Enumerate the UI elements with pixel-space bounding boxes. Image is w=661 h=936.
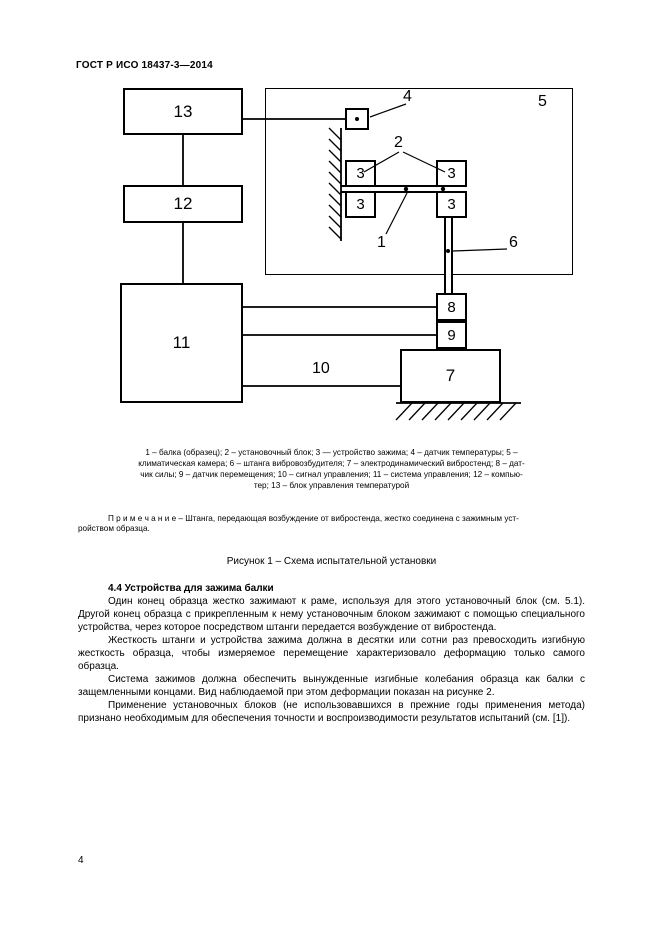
figure-legend-line: чик силы; 9 – датчик перемещения; 10 – с…: [140, 470, 523, 479]
note-block: П р и м е ч а н и е – Штанга, передающая…: [78, 514, 585, 534]
ground-hatching: [395, 402, 521, 421]
clamp-block-3-right-bottom: 3: [436, 191, 467, 218]
box-7-vibrostand: 7: [400, 349, 501, 403]
figure-legend-line: 1 – балка (образец); 2 – установочный бл…: [145, 448, 518, 457]
label-pointer-lines: [363, 103, 508, 252]
body-paragraph: Применение установочных блоков (не испол…: [78, 700, 585, 724]
section-heading: 4.4 Устройства для зажима балки: [108, 583, 274, 594]
clamp-block-3-left-top: 3: [345, 160, 376, 187]
box-12-computer: 12: [123, 185, 243, 223]
label-4-temperature-sensor: 4: [403, 88, 412, 105]
document-header: ГОСТ Р ИСО 18437-3—2014: [76, 60, 213, 71]
label-10-control-signal: 10: [312, 360, 330, 377]
label-3: 3: [356, 165, 365, 182]
wall-hatching: [328, 127, 342, 241]
box-9-displacement-sensor: 9: [436, 321, 467, 349]
box-13-temperature-control: 13: [123, 88, 243, 135]
body-paragraph: Система зажимов должна обеспечить вынужд…: [78, 674, 585, 698]
label-3: 3: [447, 196, 456, 213]
diagram-lines: [182, 103, 521, 421]
label-2-mounting-block: 2: [394, 134, 403, 151]
box-5-climatic-chamber: [265, 88, 573, 275]
box-8-force-sensor: 8: [436, 293, 467, 321]
label-12: 12: [173, 194, 193, 213]
body-paragraph: Один конец образца жестко зажимают к рам…: [78, 596, 585, 633]
label-7: 7: [445, 366, 456, 385]
figure-legend-line: тер; 13 – блок управления температурой: [253, 481, 410, 490]
label-8: 8: [447, 298, 456, 316]
page-number: 4: [78, 855, 84, 866]
body-paragraph: Жесткость штанги и устройства зажима дол…: [78, 635, 585, 672]
label-1-beam: 1: [377, 234, 386, 251]
measurement-dots: [355, 117, 450, 253]
figure-legend-line: климатическая камера; 6 – штанга виброво…: [138, 459, 525, 468]
figure-title: Рисунок 1 – Схема испытательной установк…: [226, 556, 437, 567]
label-13: 13: [173, 101, 193, 121]
label-3: 3: [356, 196, 365, 213]
note-line: ройством образца.: [78, 524, 150, 533]
label-3: 3: [447, 165, 456, 182]
clamp-block-3-right-top: 3: [436, 160, 467, 187]
note-line: П р и м е ч а н и е – Штанга, передающая…: [108, 514, 519, 523]
clamp-block-3-left-bottom: 3: [345, 191, 376, 218]
text-content: 1 – балка (образец); 2 – установочный бл…: [78, 447, 585, 725]
label-11: 11: [172, 333, 191, 352]
connection-lines: [182, 118, 436, 387]
label-5-climatic-chamber: 5: [538, 93, 547, 110]
label-9: 9: [447, 326, 456, 344]
rod-6-exciter: [444, 218, 453, 293]
box-11-control-system: 11: [120, 283, 243, 403]
label-6-rod: 6: [509, 234, 518, 251]
